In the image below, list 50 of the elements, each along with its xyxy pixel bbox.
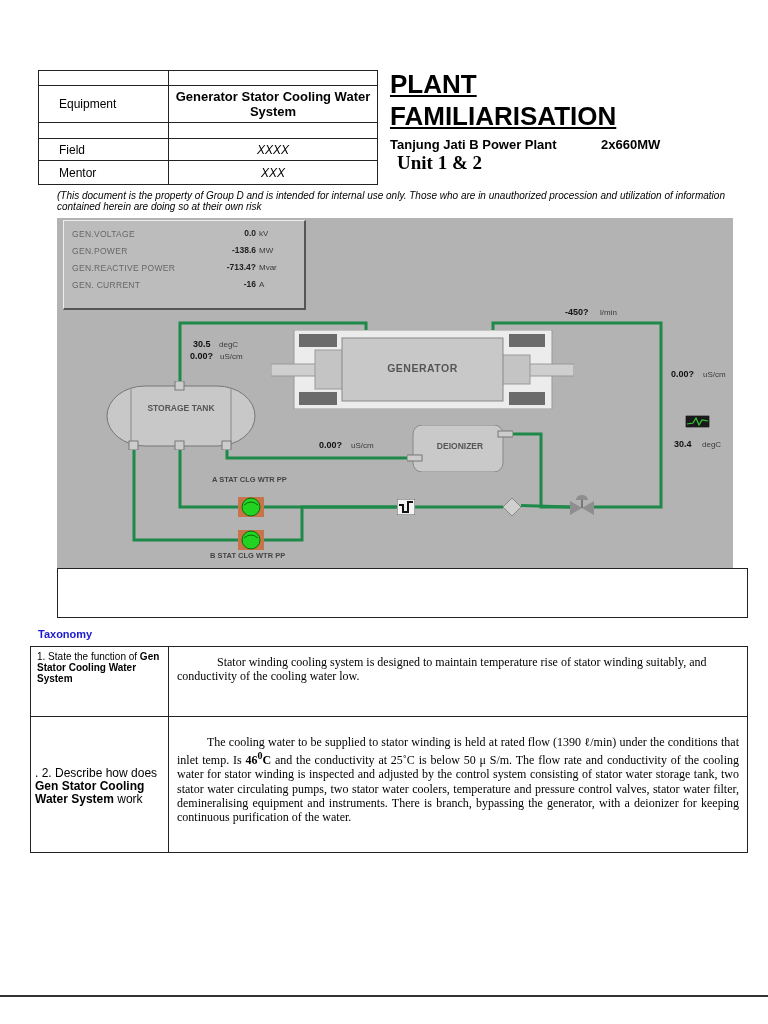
pipe-line (513, 432, 570, 509)
reading-value: -450? (565, 307, 590, 319)
subtitle-text: Tanjung Jati B Power Plant (390, 137, 558, 153)
reading-value: 0.00? (671, 369, 695, 381)
readout-label: GEN.VOLTAGE (72, 229, 136, 241)
readout-value: -138.6 (230, 245, 256, 257)
unit-label: MW (259, 246, 275, 257)
reading-value: 30.5 (193, 339, 212, 351)
pipe-line (415, 505, 503, 509)
section-heading: Taxonomy (38, 628, 94, 642)
table-cell: The cooling water to be supplied to stator winding is held at rated flow (1390 ℓ/min) under the conditions that inlet temp. Is 46$^{0}$C and the conductivity at 25˚C is below 50 μ S/m. The flow rate and conductivity of the cooling water for stator winding is inspected and adjusted by the control system consisting of stator water storage tank, two stator water circulating pumps, two stator water coolers, temperature and pressure control valves, stator water filter, demineralising equipment and instruments. There is branch, bypassing the generator, with a deionizer for keeping continuous purification of the water. (168, 716, 748, 853)
filter-diamond (503, 498, 521, 516)
table-cell: . 2. Describe how does Gen Stator Cooling Water System work (30, 716, 169, 853)
pipe-line (132, 450, 238, 542)
table-cell: 1. State the function of Gen Stator Cooling Water System (30, 646, 169, 717)
table-cell: Stator winding cooling system is designed to maintain temperature rise of stator winding suitably, and conductivity of the cooling water low. (168, 646, 748, 717)
capacity-text: 2x660MW (601, 137, 662, 153)
pipe-line (264, 505, 397, 542)
unit-label: degC (702, 440, 723, 451)
reading-value: 30.4 (674, 439, 693, 451)
readout-label: GEN. CURRENT (72, 280, 142, 292)
unit-label: uS/cm (703, 370, 727, 381)
unit-label: l/min (600, 308, 618, 319)
table-cell: XXX (168, 160, 378, 185)
readout-value: 0.0 (243, 228, 256, 240)
unit-label: degC (219, 340, 240, 351)
unit-label: kV (259, 229, 270, 240)
readout-value: -16 (242, 279, 256, 291)
orifice-icon (397, 499, 415, 515)
control-valve-icon (570, 495, 594, 516)
pipe-line (178, 450, 238, 509)
pipe-line (178, 321, 368, 381)
unit-heading: Unit 1 & 2 (397, 152, 483, 175)
pipe-line (520, 504, 571, 509)
readout-label: GEN.REACTIVE POWER (72, 263, 177, 275)
unit-label: A (259, 280, 266, 291)
unit-label: uS/cm (220, 352, 244, 363)
table-cell: Mentor (38, 160, 169, 185)
unit-label: uS/cm (351, 441, 375, 452)
reading-value: 0.00? (190, 351, 214, 363)
pipe-line (225, 450, 407, 460)
reading-value: 0.00? (319, 440, 343, 452)
readout-label: GEN.POWER (72, 246, 129, 258)
unit-label: Mvar (259, 263, 278, 274)
disclaimer-text: (This document is the property of Group D and is intended for internal use only. Those who are in unauthorized procession and utilization of information contained herein are doing so at their own risk (57, 190, 726, 214)
pipe-line (491, 321, 663, 509)
title-text: PLANT FAMILIARISATION (390, 68, 618, 133)
pump-icon (238, 497, 264, 517)
pump-icon (238, 530, 264, 550)
readout-value: -713.4? (225, 262, 256, 274)
